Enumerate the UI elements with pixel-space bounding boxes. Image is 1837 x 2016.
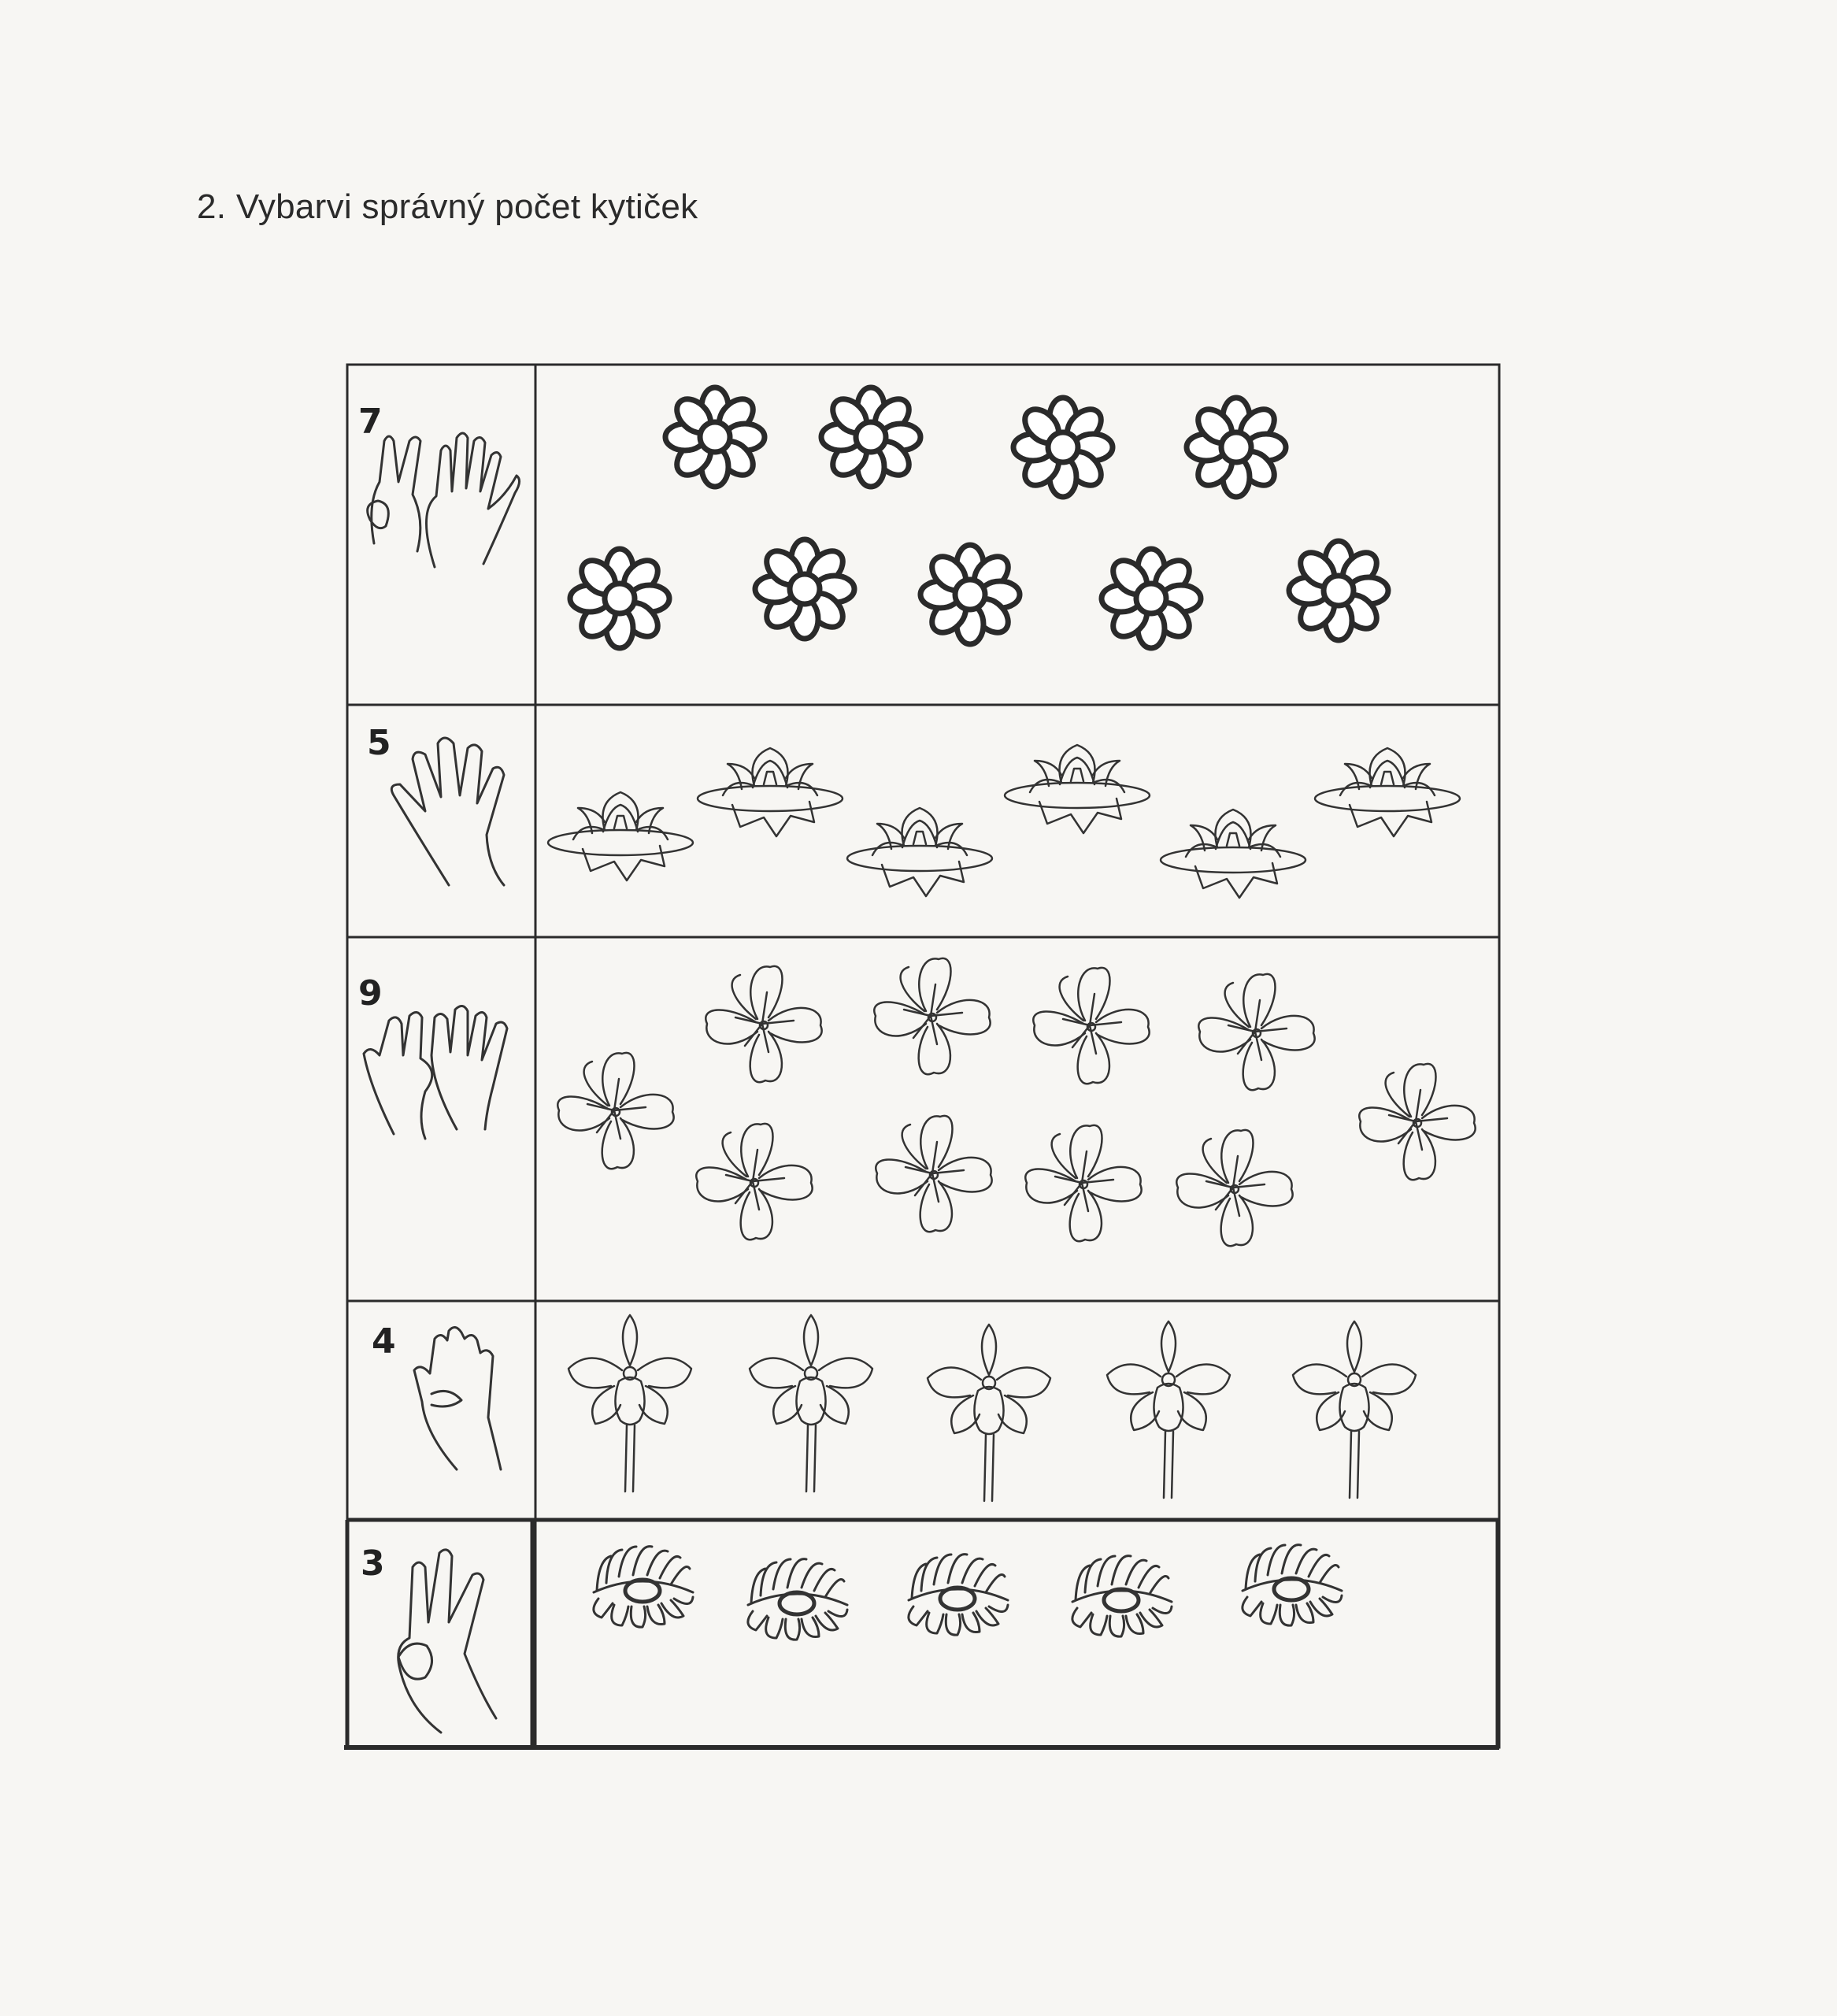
daisy-icon[interactable]	[1289, 541, 1388, 640]
number-label: 5	[367, 723, 391, 763]
flower-group	[546, 743, 1461, 899]
number-label: 4	[372, 1321, 396, 1362]
hibiscus-icon[interactable]	[1198, 973, 1316, 1091]
number-label: 7	[358, 402, 383, 442]
row-3: 3	[361, 1544, 1342, 1734]
orchid-icon[interactable]	[748, 1314, 874, 1493]
daisy-icon[interactable]	[665, 387, 765, 487]
daisy-icon[interactable]	[1013, 398, 1113, 497]
daisy-icon[interactable]	[920, 545, 1020, 644]
daisy-icon[interactable]	[1187, 398, 1286, 497]
hibiscus-icon[interactable]	[1176, 1128, 1294, 1247]
hibiscus-icon[interactable]	[1032, 966, 1150, 1085]
row-5: 5	[367, 723, 1461, 899]
hibiscus-icon[interactable]	[1358, 1062, 1476, 1181]
water-lily-icon[interactable]	[696, 747, 844, 838]
water-lily-icon[interactable]	[1003, 743, 1151, 835]
water-lily-icon[interactable]	[846, 806, 994, 898]
daisy-icon[interactable]	[821, 387, 920, 487]
hands-7-fingers-icon	[366, 432, 520, 569]
aster-icon[interactable]	[748, 1559, 847, 1640]
orchid-icon[interactable]	[1291, 1320, 1417, 1499]
water-lily-icon[interactable]	[1159, 808, 1307, 899]
hands-9-fingers-icon	[362, 1005, 509, 1140]
water-lily-icon[interactable]	[546, 791, 694, 882]
hibiscus-icon[interactable]	[695, 1122, 813, 1241]
flower-group	[570, 387, 1388, 648]
hand-5-fingers-icon	[390, 736, 506, 887]
number-label: 9	[358, 973, 383, 1014]
hibiscus-icon[interactable]	[873, 957, 991, 1076]
daisy-icon[interactable]	[755, 539, 854, 639]
number-label: 3	[361, 1544, 385, 1584]
orchid-icon[interactable]	[926, 1323, 1052, 1503]
aster-icon[interactable]	[594, 1547, 693, 1627]
flower-group	[557, 957, 1476, 1247]
flower-group	[594, 1545, 1342, 1640]
hibiscus-icon[interactable]	[1024, 1124, 1143, 1243]
orchid-icon[interactable]	[567, 1314, 693, 1493]
hibiscus-icon[interactable]	[557, 1051, 675, 1170]
hand-3-fingers-icon	[397, 1548, 498, 1734]
table-grid	[344, 363, 1501, 1750]
aster-icon[interactable]	[1072, 1556, 1172, 1636]
daisy-icon[interactable]	[1102, 549, 1201, 648]
daisy-icon[interactable]	[570, 549, 669, 648]
row-7: 7	[358, 387, 1388, 648]
orchid-icon[interactable]	[1106, 1320, 1231, 1499]
exercise-title: 2. Vybarvi správný počet kytiček	[197, 187, 698, 226]
row-9: 9	[358, 957, 1476, 1247]
hibiscus-icon[interactable]	[875, 1114, 993, 1233]
aster-icon[interactable]	[909, 1555, 1008, 1635]
flower-group	[567, 1314, 1417, 1503]
aster-icon[interactable]	[1243, 1545, 1342, 1625]
row-4: 4	[372, 1314, 1417, 1503]
hand-4-fingers-icon	[413, 1326, 502, 1471]
water-lily-icon[interactable]	[1313, 747, 1461, 838]
hibiscus-icon[interactable]	[705, 965, 823, 1084]
